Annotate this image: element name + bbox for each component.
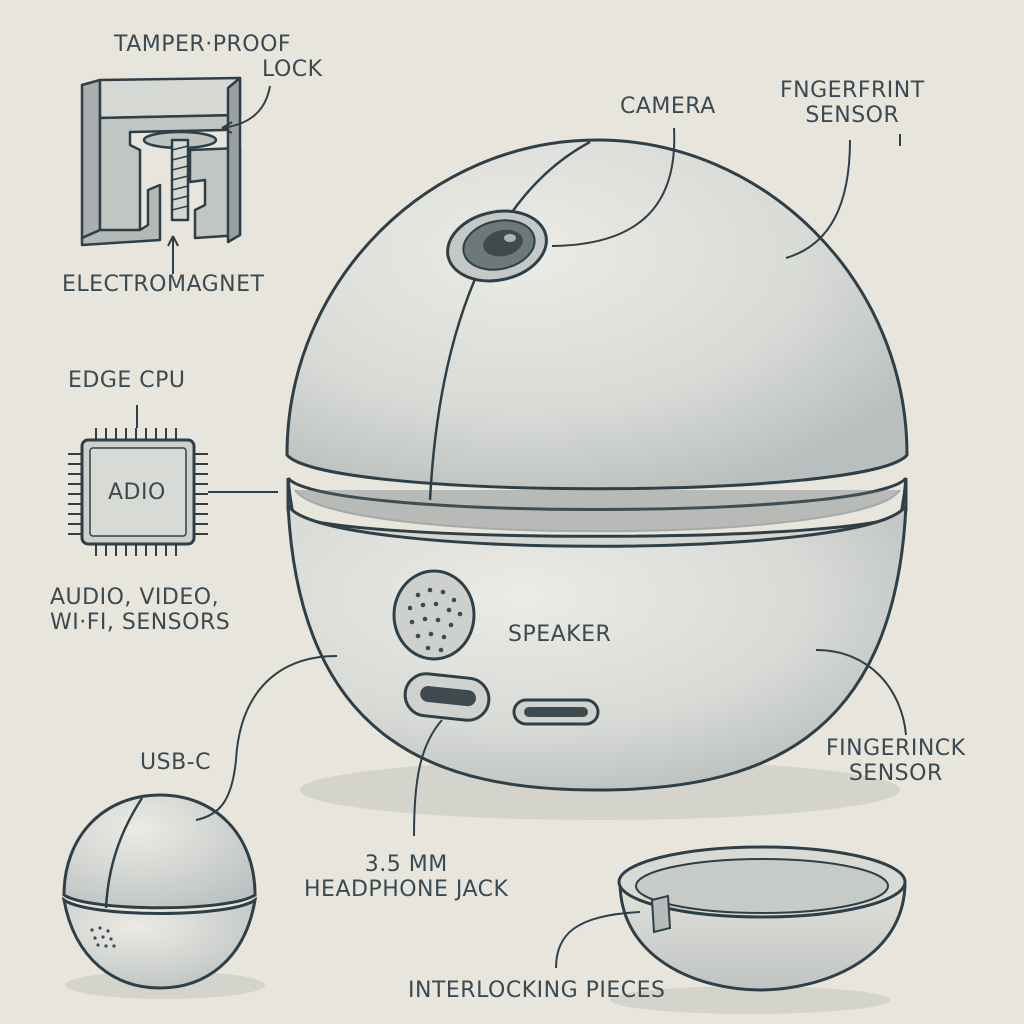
headphone-line1: 3.5 MM	[364, 852, 448, 877]
fingerinck-label: FINGERINCK SENSOR	[826, 736, 966, 787]
cpu-chip	[68, 428, 208, 556]
small-sphere-illustration	[61, 793, 258, 990]
headphone-line2: HEADPHONE JACK	[304, 877, 509, 903]
cpu-functions-line1: AUDIO, VIDEO,	[50, 585, 220, 610]
headphone-jack-label: 3.5 MM HEADPHONE JACK	[304, 852, 508, 903]
usb-c-port	[403, 672, 491, 722]
fingerprint-top-label: FNGERFRINT SENSOR	[780, 78, 925, 129]
interlocking-bowl-illustration	[617, 845, 907, 992]
tamper-lock-label-line1: TAMPER·PROOF	[114, 32, 292, 57]
chip-text: ADIO	[108, 480, 166, 505]
tamper-lock-illustration	[80, 76, 242, 247]
cpu-functions-label: AUDIO, VIDEO, WI·FI, SENSORS	[50, 585, 230, 636]
headphone-jack-port	[512, 698, 600, 726]
speaker-label: SPEAKER	[508, 622, 612, 647]
cpu-functions-line2: WI·FI, SENSORS	[50, 610, 231, 636]
fingerinck-line1: FINGERINCK	[826, 736, 966, 761]
camera-label: CAMERA	[620, 94, 716, 119]
edge-cpu-label: EDGE CPU	[68, 368, 186, 393]
camera-lens	[446, 209, 548, 283]
interlocking-pieces-label: INTERLOCKING PIECES	[408, 978, 666, 1003]
fingerprint-top-line2: SENSOR	[805, 103, 900, 129]
fingerinck-line2: SENSOR	[848, 761, 943, 787]
tamper-lock-label-line2: LOCK	[262, 57, 323, 83]
speaker-grille	[392, 569, 476, 661]
tamper-lock-label: TAMPER·PROOF LOCK	[114, 32, 323, 83]
main-device-sphere	[285, 138, 909, 792]
usb-c-label: USB-C	[140, 750, 211, 775]
electromagnet-label: ELECTROMAGNET	[62, 272, 265, 297]
fingerprint-top-line1: FNGERFRINT	[780, 78, 925, 103]
leader-lines	[136, 85, 907, 969]
